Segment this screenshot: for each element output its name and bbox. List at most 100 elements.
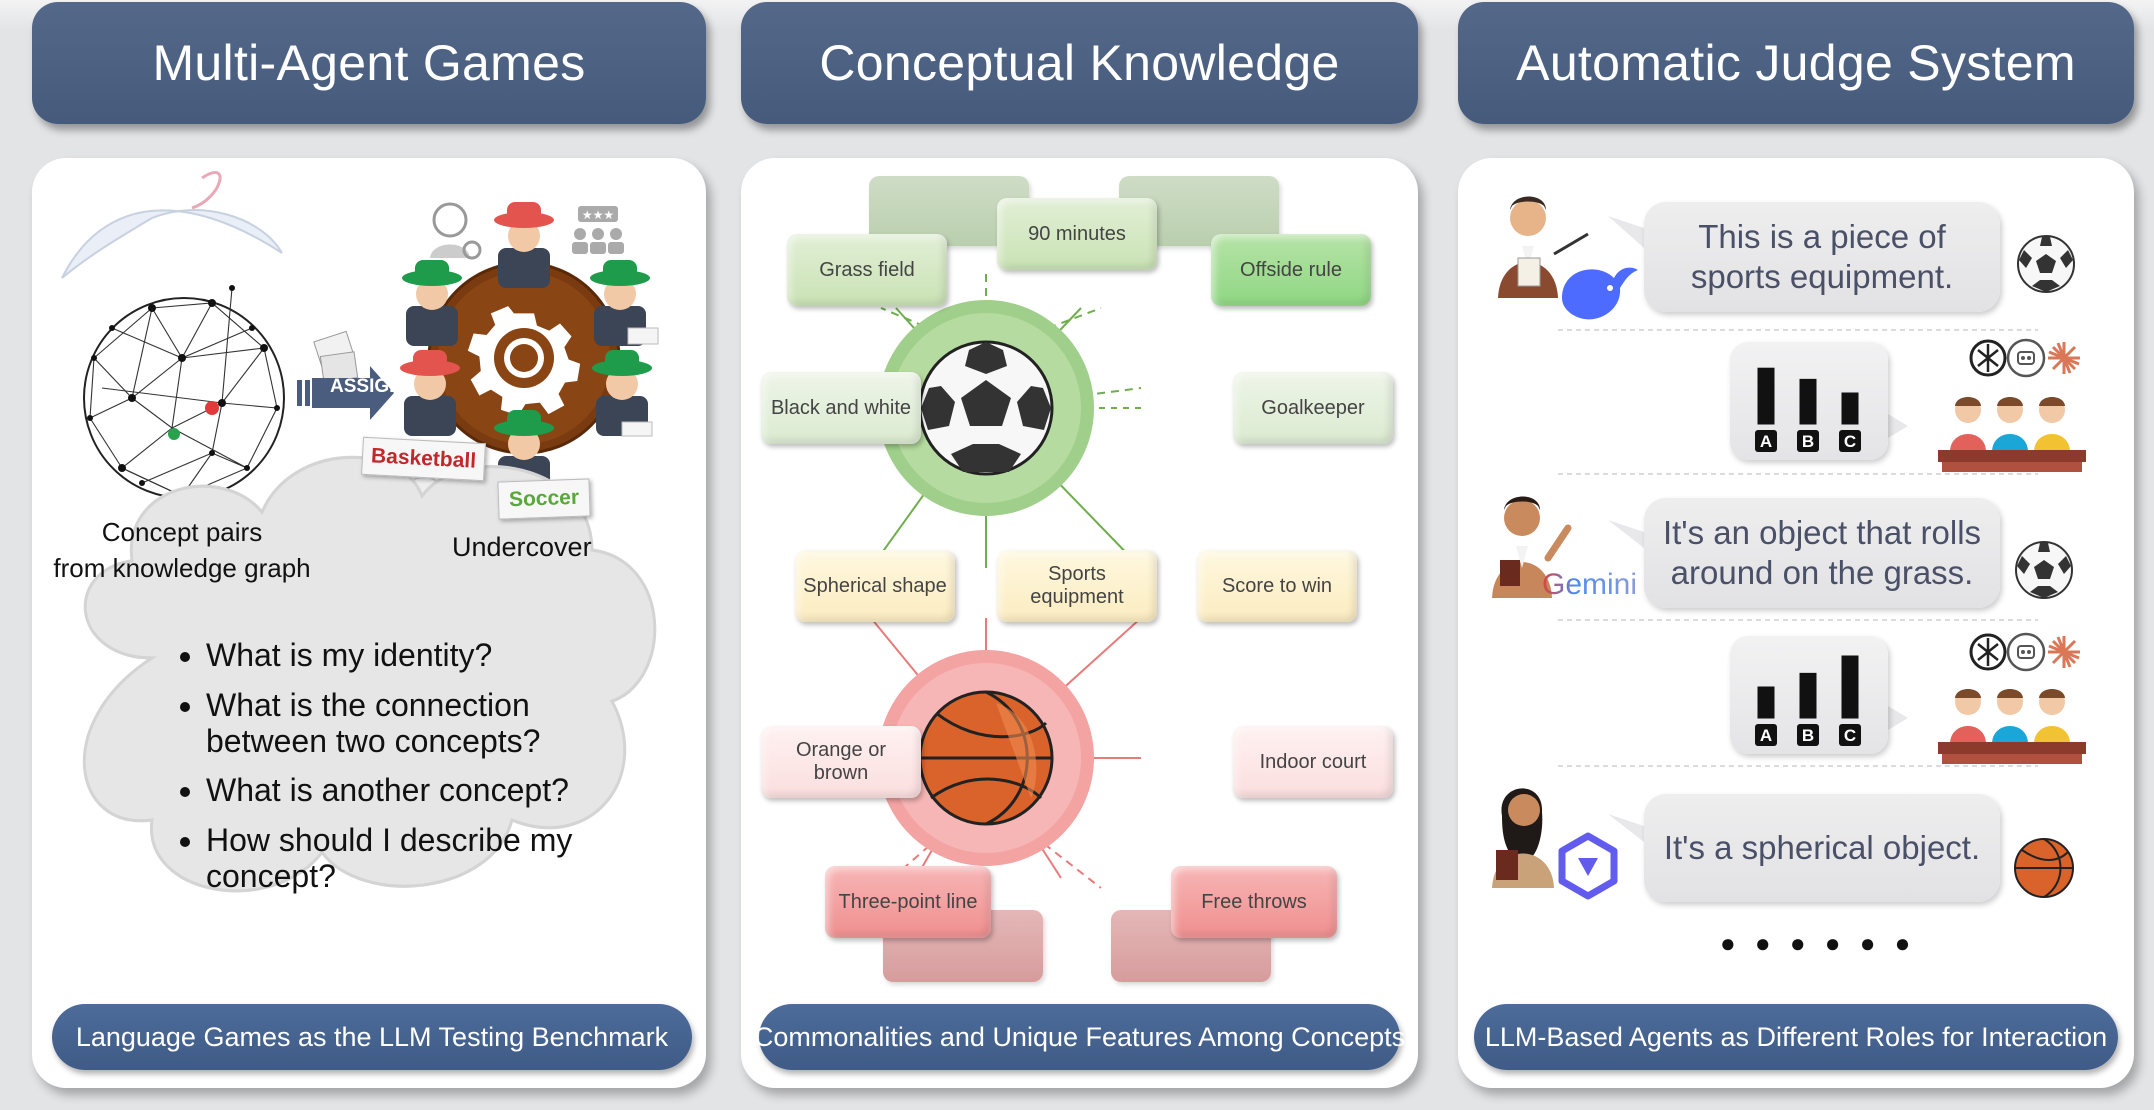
panel-multi-agent-games: ★★★ ASSIGN Basketball Soccer Concept pai… [32,158,706,1088]
knowledge-graph-icon [83,285,285,499]
audience-judges-icon [1938,689,2086,764]
bubble-tail [1608,520,1644,548]
node-label: Free throws [1201,890,1307,913]
card-basketball-label: Basketball [370,444,477,473]
node-black-and-white: Black and white [761,372,921,444]
openai-logo-icon [1969,633,2007,671]
bubble-tails [1608,216,1908,842]
card-soccer-label: Soccer [508,485,580,512]
question-item: What is the connection between two conce… [206,687,586,760]
node-free-throws: Free throws [1171,866,1337,938]
node-score-to-win: Score to win [1197,550,1357,622]
node-goalkeeper: Goalkeeper [1233,372,1393,444]
players-group-icon [400,202,659,496]
header-multi-agent-games: Multi-Agent Games [32,2,706,124]
judge-illustration [1492,196,2086,900]
basketball-icon [2014,838,2074,898]
footer-pill-left: Language Games as the LLM Testing Benchm… [52,1004,692,1070]
soccer-ball-icon [2017,235,2075,293]
node-label: Offside rule [1240,258,1342,281]
footer-text: LLM-Based Agents as Different Roles for … [1484,1021,2108,1052]
speaker-man-icon [1492,496,1572,598]
audience-icon: ★★★ [572,206,624,254]
vote-label-box [1755,724,1777,746]
statement-bubble-3: It's a spherical object. [1644,794,2000,902]
card-soccer: Soccer [497,478,591,520]
gemini-logo-icon: Gemini [1542,568,1637,602]
claude-logo-icon [2048,342,2080,374]
node-label: Score to win [1221,574,1333,597]
footer-text: Language Games as the LLM Testing Benchm… [75,1021,669,1052]
panel-automatic-judge-system: This is a piece of sports equipment. It'… [1458,158,2134,1088]
footer-text: Commonalities and Unique Features Among … [753,1021,1406,1052]
footer-pill-right: LLM-Based Agents as Different Roles for … [1474,1004,2118,1070]
card-basketball: Basketball [361,436,486,482]
vote-bar [1757,367,1775,425]
thought-cloud-icon [83,455,657,893]
vote-label: B [1802,726,1814,745]
bubble-tail [1888,414,1908,438]
concept-pairs-line1: Concept pairs [101,517,263,547]
header-conceptual-knowledge: Conceptual Knowledge [741,2,1418,124]
vote-label-box [1797,724,1819,746]
node-label: Black and white [770,396,912,419]
node-three-point-line: Three-point line [825,866,991,938]
svg-text:★★★: ★★★ [582,208,614,222]
assign-arrow-icon [297,366,394,420]
node-label: Orange or brown [795,739,887,784]
node-label: 90 minutes [1028,222,1126,245]
vote-label: C [1844,432,1856,451]
ribbon-icon [61,209,283,279]
left-illustration: ★★★ [61,171,659,893]
bubble-tail [1608,216,1644,248]
round-table-gear-icon [427,261,621,455]
vote-label-box [1755,430,1777,452]
robot-logo-icon [2006,632,2046,672]
qwen-logo-icon [1558,832,1618,900]
node-orange-or-brown: Orange or brown [761,726,921,798]
node-label: Grass field [819,258,915,281]
vote-label-box [1797,430,1819,452]
ellipsis-more: ● ● ● ● ● ● [1720,928,1917,958]
node-sports-equipment: Sports equipment [997,550,1157,622]
node-grass-field: Grass field [787,234,947,306]
deepseek-whale-icon [1562,267,1638,320]
vote-bar [1841,655,1859,719]
bubble-tail [1888,706,1908,730]
soccer-ball-icon [2015,541,2073,599]
card-stack-icon [313,330,359,383]
question-item: How should I describe my concept? [206,822,586,895]
speaker-woman-icon [1492,788,1554,888]
concept-pairs-line2: from knowledge graph [53,553,311,584]
assign-label: ASSIGN [330,376,403,397]
header-title: Multi-Agent Games [152,35,586,91]
statement-text: It's an object that rolls around on the … [1662,514,1982,591]
header-automatic-judge-system: Automatic Judge System [1458,2,2134,124]
node-label: Spherical shape [803,574,947,597]
vote-label-box [1839,724,1861,746]
vote-label: A [1760,726,1772,745]
statement-bubble-1: This is a piece of sports equipment. [1644,202,2000,312]
node-label: Three-point line [838,890,978,913]
header-title: Conceptual Knowledge [819,35,1340,91]
panel-conceptual-knowledge: Grass field 90 minutes Offside rule Blac… [741,158,1418,1088]
soccer-ball-icon [878,300,1094,516]
node-offside-rule: Offside rule [1211,234,1371,306]
node-label: Sports equipment [1030,563,1124,608]
node-label: Goalkeeper [1261,396,1365,419]
footer-pill-middle: Commonalities and Unique Features Among … [754,1004,1405,1070]
node-label: Indoor court [1259,750,1367,773]
ribbon-string-icon [191,171,222,210]
node-indoor-court: Indoor court [1233,726,1393,798]
header-title: Automatic Judge System [1516,35,2076,91]
speaker-man-icon [1498,196,1589,298]
bubble-tail [1608,814,1644,842]
question-item: What is another concept? [206,773,586,809]
openai-logo-icon [1969,339,2007,377]
robot-logo-icon [2006,338,2046,378]
claude-logo-icon [2048,636,2080,668]
basketball-icon [878,650,1094,866]
